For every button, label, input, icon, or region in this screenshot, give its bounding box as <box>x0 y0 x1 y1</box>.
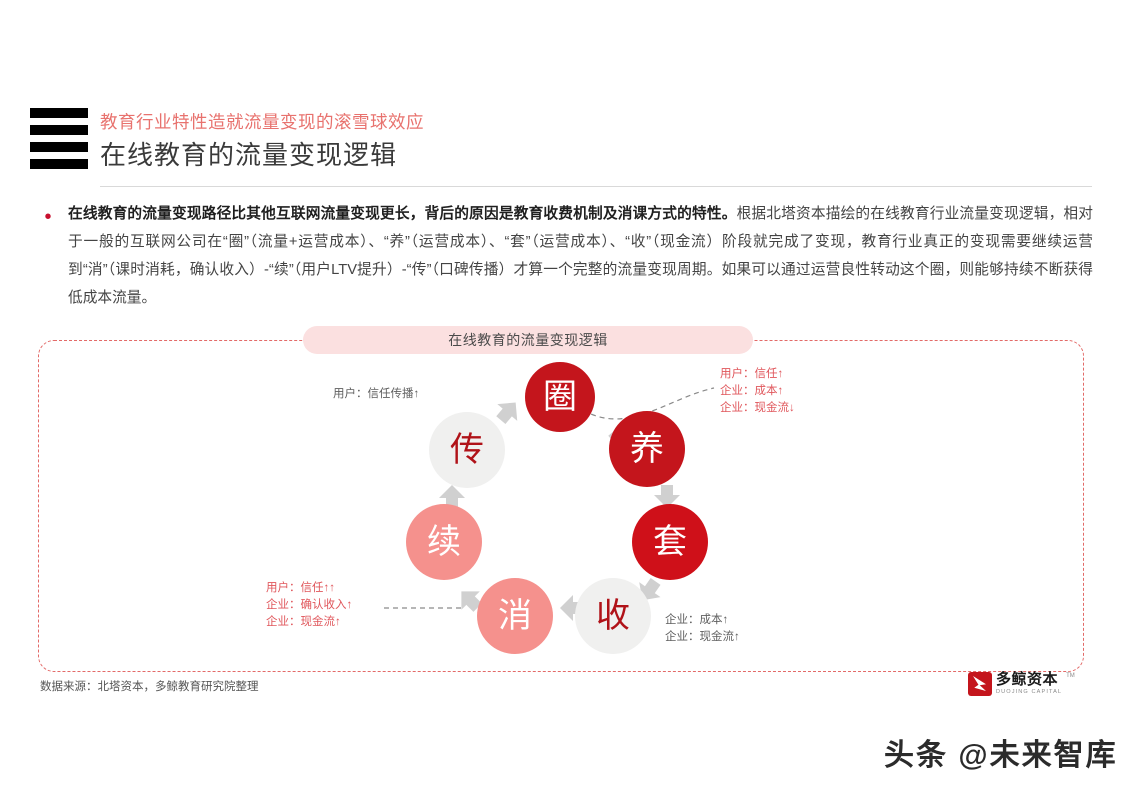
annotation-top-right-line-1: 用户：信任↑ <box>720 368 784 380</box>
logo-name-cn: 多鲸资本 <box>996 671 1059 688</box>
data-source-note: 数据来源：北塔资本，多鲸教育研究院整理 <box>40 681 259 693</box>
header-divider <box>100 186 1092 187</box>
company-logo: 多鲸资本 DUOJING CAPITAL TM <box>968 672 1075 696</box>
page-kicker: 教育行业特性造就流量变现的滚雪球效应 <box>100 112 424 132</box>
header-bar-4 <box>30 159 88 169</box>
annotation-top-right: 用户：信任↑ 企业：成本↑ 企业：现金流↓ <box>720 366 795 417</box>
cycle-node-quan[interactable]: 圈 <box>525 362 595 432</box>
annotation-bottom-left-line-1: 用户：信任↑↑ <box>266 582 335 594</box>
cycle-node-xiao[interactable]: 消 <box>477 578 553 654</box>
header-text-group: 教育行业特性造就流量变现的滚雪球效应 在线教育的流量变现逻辑 <box>100 110 424 174</box>
annotation-top-left: 用户：信任传播↑ <box>333 388 420 400</box>
header-bar-2 <box>30 125 88 135</box>
annotation-bottom-left-line-2: 企业：确认收入↑ <box>266 599 353 611</box>
annotation-bottom-left-line-3: 企业：现金流↑ <box>266 616 341 628</box>
logo-trademark: TM <box>1066 673 1075 679</box>
bullet-icon: • <box>44 206 52 228</box>
page-title: 在线教育的流量变现逻辑 <box>100 140 398 170</box>
logo-text-group: 多鲸资本 DUOJING CAPITAL <box>996 672 1062 696</box>
watermark-text: 头条 @未来智库 <box>884 739 1118 772</box>
annotation-bottom-right-line-2: 企业：现金流↑ <box>665 631 740 643</box>
body-paragraph-rest: 根据北塔资本描绘的在线教育行业流量变现逻辑，相对于一般的互联网公司在“圈”（流量… <box>68 206 1093 306</box>
cycle-node-xu[interactable]: 续 <box>406 504 482 580</box>
body-paragraph: 在线教育的流量变现路径比其他互联网流量变现更长，背后的原因是教育收费机制及消课方… <box>68 200 1093 312</box>
body-paragraph-lead: 在线教育的流量变现路径比其他互联网流量变现更长，背后的原因是教育收费机制及消课方… <box>68 206 737 222</box>
annotation-top-right-line-2: 企业：成本↑ <box>720 385 784 397</box>
arrow-chuan-to-quan <box>496 402 518 424</box>
annotation-bottom-left: 用户：信任↑↑ 企业：确认收入↑ 企业：现金流↑ <box>266 580 352 631</box>
header-bar-3 <box>30 142 88 152</box>
cycle-node-shou[interactable]: 收 <box>575 578 651 654</box>
annotation-bottom-right: 企业：成本↑ 企业：现金流↑ <box>665 612 740 646</box>
annotation-bottom-right-line-1: 企业：成本↑ <box>665 614 729 626</box>
whale-logo-icon <box>968 672 992 696</box>
header-bar-1 <box>30 108 88 118</box>
body-paragraph-block: • 在线教育的流量变现路径比其他互联网流量变现更长，背后的原因是教育收费机制及消… <box>38 200 1093 312</box>
diagram-title-banner: 在线教育的流量变现逻辑 <box>303 326 753 354</box>
cycle-diagram: 圈 养 套 收 消 续 传 用户：信任传播↑ 用户：信任↑ 企业：成本↑ 企业：… <box>38 340 1084 672</box>
cycle-node-yang[interactable]: 养 <box>609 411 685 487</box>
cycle-node-tao[interactable]: 套 <box>632 504 708 580</box>
annotation-top-right-line-3: 企业：现金流↓ <box>720 402 795 414</box>
cycle-node-chuan[interactable]: 传 <box>429 412 505 488</box>
logo-name-en: DUOJING CAPITAL <box>996 689 1063 695</box>
header-bars-decoration <box>30 108 88 176</box>
